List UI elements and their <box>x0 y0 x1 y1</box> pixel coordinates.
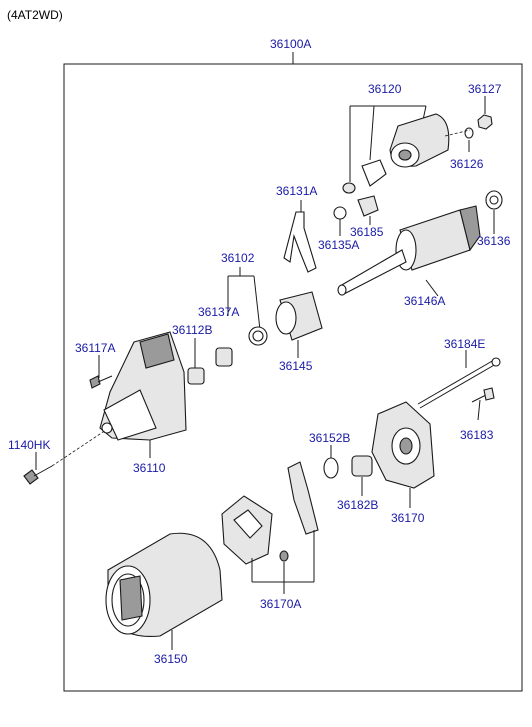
plug-36135A <box>333 206 347 236</box>
bushing-36182B <box>351 455 373 496</box>
solenoid-36120 <box>342 113 450 194</box>
label-36170[interactable]: 36170 <box>391 511 425 525</box>
bolt-36117A <box>89 355 113 389</box>
label-36110[interactable]: 36110 <box>133 461 166 475</box>
label-36127[interactable]: 36127 <box>468 82 502 96</box>
variant-header: (4AT2WD) <box>7 8 63 22</box>
label-36146A[interactable]: 36146A <box>404 294 446 308</box>
label-36152B[interactable]: 36152B <box>309 431 351 445</box>
washer-36152B <box>323 445 339 479</box>
screw-36183 <box>471 387 495 421</box>
label-36182B[interactable]: 36182B <box>337 498 379 512</box>
label-36170A[interactable]: 36170A <box>260 597 302 611</box>
endframe-36170 <box>371 401 435 508</box>
label-36102[interactable]: 36102 <box>221 251 255 265</box>
label-36150[interactable]: 36150 <box>154 652 188 666</box>
label-36136[interactable]: 36136 <box>477 234 511 248</box>
label-36131A[interactable]: 36131A <box>276 184 318 198</box>
label-36117A[interactable]: 36117A <box>75 341 116 355</box>
label-36126[interactable]: 36126 <box>450 157 484 171</box>
label-36135A[interactable]: 36135A <box>318 238 360 252</box>
yoke-36150 <box>105 532 223 650</box>
housing-36110 <box>99 331 187 458</box>
washer-36136 <box>485 190 503 234</box>
dash-solenoid <box>444 129 471 137</box>
label-36184E[interactable]: 36184E <box>444 337 486 351</box>
label-36183[interactable]: 36183 <box>460 428 494 442</box>
nut-36127 <box>477 96 493 130</box>
label-36112B[interactable]: 36112B <box>172 323 213 337</box>
lever-36131A <box>283 200 317 273</box>
throughbolt-36184E <box>417 350 501 409</box>
armature-36146A <box>337 205 481 297</box>
part-36185 <box>357 195 379 225</box>
ring-36137A <box>248 326 268 346</box>
brushholder-36170A <box>221 461 319 594</box>
leader-36102 <box>227 267 261 331</box>
bushing-36112B <box>187 338 233 385</box>
label-1140HK[interactable]: 1140HK <box>8 438 51 452</box>
washer-36126 <box>464 127 474 152</box>
assembly-label[interactable]: 36100A <box>270 37 312 51</box>
label-36145[interactable]: 36145 <box>279 359 313 373</box>
label-36120[interactable]: 36120 <box>368 82 402 96</box>
pinion-36145 <box>275 291 323 358</box>
label-36185[interactable]: 36185 <box>350 225 384 239</box>
label-36137A[interactable]: 36137A <box>198 305 240 319</box>
bolt-1140HK <box>23 429 107 485</box>
